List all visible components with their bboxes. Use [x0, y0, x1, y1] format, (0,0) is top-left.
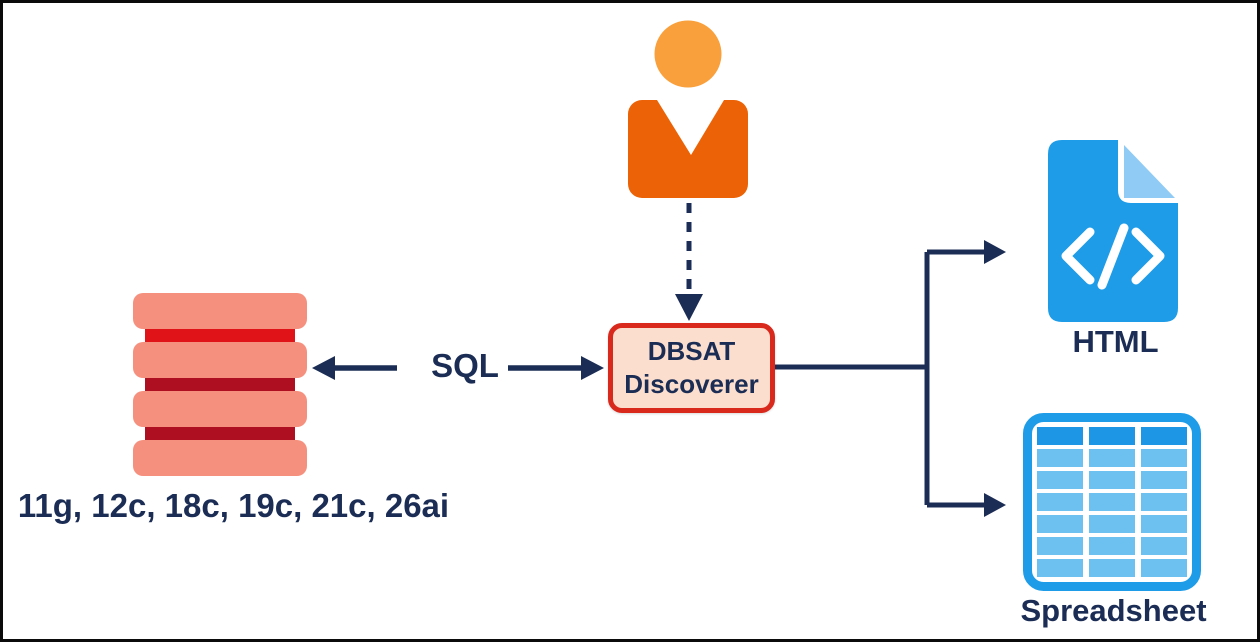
- table-grid-icon: [1023, 413, 1201, 591]
- html-output-label: HTML: [1072, 324, 1159, 359]
- dbsat-node-line1: DBSAT: [647, 335, 736, 366]
- arrowhead-to-html: [984, 240, 1006, 264]
- dbsat-discoverer-node: DBSAT Discoverer: [608, 323, 775, 413]
- arrowhead-to-spreadsheet: [984, 493, 1006, 517]
- sql-label: SQL: [431, 347, 499, 384]
- person-icon: [628, 20, 748, 198]
- user-to-dbsat-arrow: [675, 203, 703, 321]
- sql-to-database-arrow: [312, 356, 397, 380]
- spreadsheet-output-label: Spreadsheet: [1020, 593, 1207, 628]
- connector-layer: [312, 203, 1006, 517]
- dbsat-outputs-connector: [775, 240, 1006, 517]
- dbsat-node-line2: Discoverer: [624, 369, 759, 399]
- database-stack-icon: [133, 293, 307, 476]
- code-glyph: [1061, 223, 1165, 290]
- table-body-cells: [1037, 449, 1187, 577]
- sql-to-dbsat-arrow: [508, 356, 604, 380]
- code-file-icon: [1048, 140, 1178, 322]
- database-versions-label: 11g, 12c, 18c, 19c, 21c, 26ai: [17, 487, 450, 524]
- table-header-row: [1037, 427, 1187, 445]
